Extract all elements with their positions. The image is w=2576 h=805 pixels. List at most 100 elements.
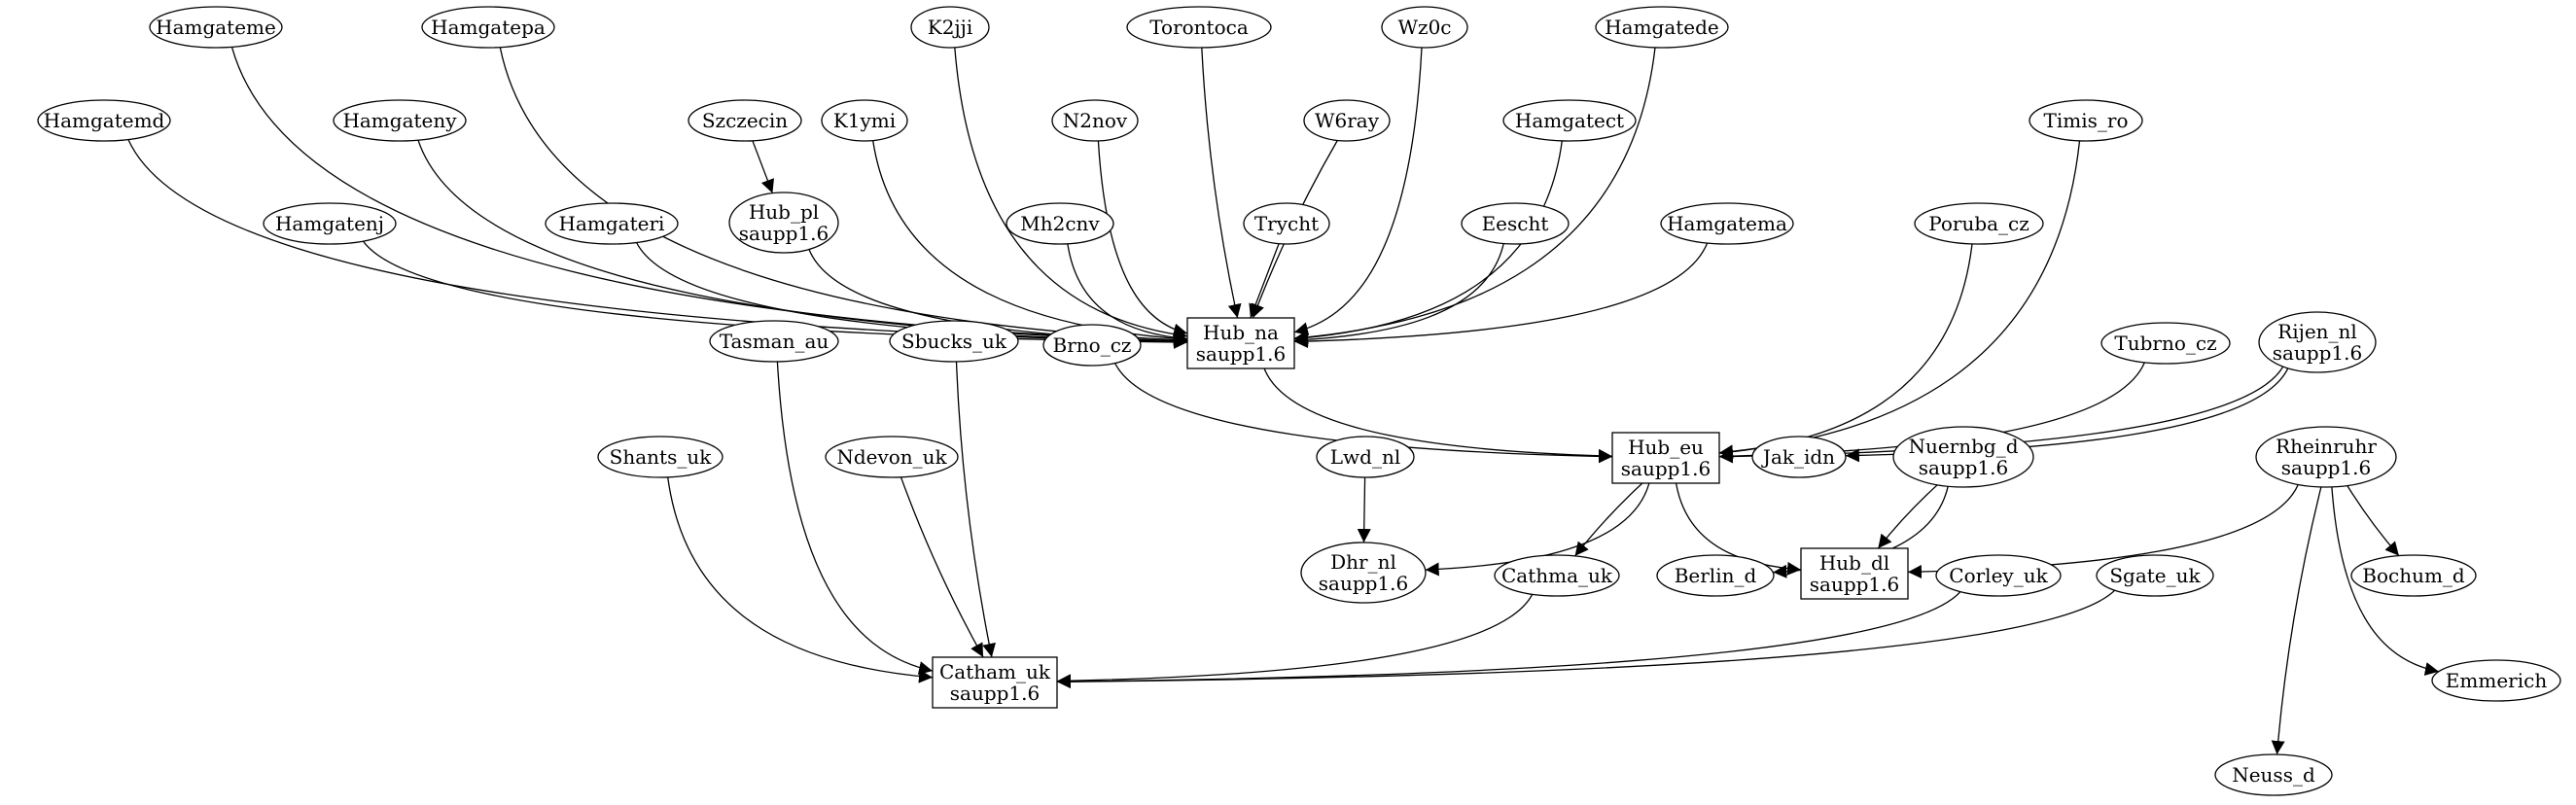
node-label: Rijen_nl bbox=[2277, 320, 2357, 343]
node-label: Lwd_nl bbox=[1330, 445, 1400, 469]
node-ellipse bbox=[2096, 554, 2214, 597]
node-label: Tasman_au bbox=[720, 330, 829, 353]
node-mh2cnv: Mh2cnv bbox=[1006, 202, 1114, 245]
edge-hamgateny-to-hub-na bbox=[417, 139, 1188, 348]
node-ellipse bbox=[1042, 324, 1142, 367]
node-ellipse bbox=[2350, 554, 2477, 597]
node-ellipse bbox=[728, 192, 839, 254]
node-ellipse bbox=[821, 99, 908, 142]
node-label: Szczecin bbox=[702, 109, 788, 132]
edge-cathma-uk-to-catham-uk bbox=[1056, 593, 1534, 688]
node-label: Hamgatect bbox=[1515, 109, 1624, 132]
node-ellipse bbox=[1381, 6, 1468, 49]
edge-shants-uk-to-catham-uk bbox=[667, 476, 934, 683]
node-label: Hub_na bbox=[1203, 321, 1279, 344]
node-label: Jak_idn bbox=[1761, 445, 1835, 469]
node-sublabel: saupp1.6 bbox=[1196, 342, 1286, 366]
node-ellipse bbox=[2255, 426, 2397, 488]
node-ellipse bbox=[597, 436, 723, 478]
edge-hub-na-to-hub-eu bbox=[1263, 368, 1613, 463]
edge-lwd-nl-to-dhr-nl bbox=[1357, 476, 1371, 543]
node-label: N2nov bbox=[1063, 109, 1128, 132]
edges-layer bbox=[127, 47, 2440, 755]
node-emmerich: Emmerich bbox=[2431, 659, 2561, 702]
node-label: Hub_pl bbox=[749, 200, 819, 224]
node-label: Torontoca bbox=[1149, 16, 1249, 39]
node-ellipse bbox=[1892, 426, 2034, 488]
node-eescht: Eescht bbox=[1461, 202, 1570, 245]
node-k2jji: K2jji bbox=[910, 6, 990, 49]
edge-corley-uk-to-catham-uk bbox=[1056, 591, 1961, 689]
edge-rheinruhr-to-neuss-d bbox=[2271, 486, 2322, 755]
node-ellipse bbox=[333, 99, 467, 142]
node-hamgatepa: Hamgatepa bbox=[421, 6, 555, 49]
node-hamgatede: Hamgatede bbox=[1595, 6, 1729, 49]
node-ellipse bbox=[1494, 554, 1620, 597]
edge-timis-ro-to-hub-eu bbox=[1718, 140, 2081, 459]
node-jak-idn: Jak_idn bbox=[1751, 436, 1847, 478]
node-ellipse bbox=[889, 320, 1019, 363]
edge-hamgatepa-to-hub-na bbox=[499, 47, 1188, 347]
node-ellipse bbox=[910, 6, 990, 49]
node-sublabel: saupp1.6 bbox=[1810, 573, 1899, 596]
node-label: Hamgateme bbox=[156, 16, 276, 39]
node-ellipse bbox=[1595, 6, 1729, 49]
node-box bbox=[932, 656, 1058, 709]
node-ellipse bbox=[1006, 202, 1114, 245]
node-timis-ro: Timis_ro bbox=[2029, 99, 2143, 142]
edge-k2jji-to-hub-na bbox=[954, 47, 1188, 341]
node-label: Hamgatepa bbox=[431, 16, 546, 39]
node-label: Cathma_uk bbox=[1501, 564, 1613, 587]
node-brno-cz: Brno_cz bbox=[1042, 324, 1142, 367]
node-label: Nuernbg_d bbox=[1908, 435, 2018, 458]
node-label: Sgate_uk bbox=[2109, 564, 2201, 587]
node-label: Tubrno_cz bbox=[2114, 332, 2216, 355]
node-label: Poruba_cz bbox=[1928, 212, 2029, 235]
node-label: Sbucks_uk bbox=[901, 330, 1007, 353]
edge-n2nov-to-hub-na bbox=[1097, 140, 1188, 337]
node-label: Hamgateri bbox=[559, 212, 665, 235]
node-label: Emmerich bbox=[2446, 669, 2548, 692]
node-label: Wz0c bbox=[1397, 16, 1451, 39]
node-hamgatema: Hamgatema bbox=[1660, 202, 1794, 245]
node-hamgatemd: Hamgatemd bbox=[37, 99, 171, 142]
node-shants-uk: Shants_uk bbox=[597, 436, 723, 478]
edge-hamgatede-to-hub-na bbox=[1293, 47, 1656, 344]
node-w6ray: W6ray bbox=[1303, 99, 1391, 142]
edge-tasman-au-to-catham-uk bbox=[776, 361, 934, 675]
node-label: Hamgateny bbox=[342, 109, 457, 132]
node-ellipse bbox=[1502, 99, 1637, 142]
node-label: Dhr_nl bbox=[1330, 550, 1396, 574]
edge-wz0c-to-hub-na bbox=[1293, 47, 1423, 336]
node-hamgateme: Hamgateme bbox=[149, 6, 283, 49]
node-sbucks-uk: Sbucks_uk bbox=[889, 320, 1019, 363]
node-lwd-nl: Lwd_nl bbox=[1316, 436, 1415, 478]
node-label: Hub_eu bbox=[1628, 436, 1704, 459]
node-hamgateri: Hamgateri bbox=[545, 202, 679, 245]
node-berlin-d: Berlin_d bbox=[1656, 554, 1775, 597]
node-label: W6ray bbox=[1315, 109, 1380, 132]
node-tasman-au: Tasman_au bbox=[709, 320, 839, 363]
edge-poruba-cz-to-hub-eu bbox=[1718, 243, 1973, 459]
node-label: Brno_cz bbox=[1053, 333, 1132, 357]
node-box bbox=[1611, 432, 1720, 484]
node-label: Hamgatema bbox=[1667, 212, 1787, 235]
node-poruba-cz: Poruba_cz bbox=[1914, 202, 2044, 245]
node-label: Hamgatede bbox=[1605, 16, 1719, 39]
node-ellipse bbox=[1656, 554, 1775, 597]
edge-hub-eu-to-cathma-uk bbox=[1574, 482, 1643, 557]
edge-mh2cnv-to-hub-na bbox=[1067, 243, 1188, 345]
node-sublabel: saupp1.6 bbox=[739, 222, 829, 245]
edge-trycht-to-hub-na bbox=[1249, 243, 1280, 319]
node-sublabel: saupp1.6 bbox=[2281, 456, 2371, 479]
node-ellipse bbox=[1751, 436, 1847, 478]
node-sublabel: saupp1.6 bbox=[1919, 456, 2008, 479]
node-ellipse bbox=[1914, 202, 2044, 245]
node-tubrno-cz: Tubrno_cz bbox=[2100, 322, 2231, 365]
